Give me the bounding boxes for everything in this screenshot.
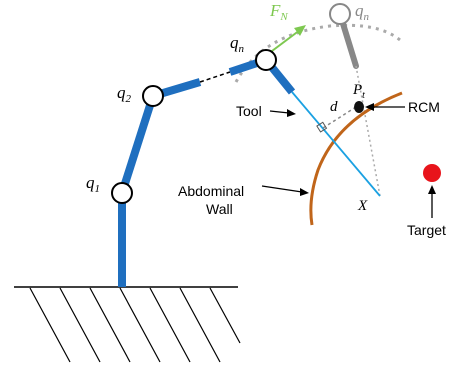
label-abdominal: Abdominal	[178, 183, 244, 199]
force-arrow	[267, 25, 306, 55]
wall-arrow	[261, 185, 309, 196]
label-d: d	[330, 99, 338, 115]
ghost-tool-line	[355, 65, 381, 197]
joint-qn	[255, 49, 277, 71]
label-wall: Wall	[206, 201, 233, 217]
abdominal-wall	[309, 91, 403, 226]
link-dashed	[199, 71, 231, 83]
label-q2: q2	[117, 83, 132, 105]
label-x: X	[357, 198, 368, 214]
label-qn: qn	[230, 33, 245, 55]
label-tool: Tool	[236, 103, 262, 119]
right-angle-marker	[316, 121, 328, 133]
target-point	[423, 164, 441, 182]
rcm-point	[354, 101, 364, 113]
d-line	[322, 106, 357, 129]
label-target: Target	[407, 222, 446, 238]
label-rcm: RCM	[408, 99, 440, 115]
label-q1: q1	[86, 173, 100, 195]
tool-arrow	[269, 109, 296, 117]
tool-line	[291, 91, 381, 197]
rcm-arrow	[365, 103, 405, 111]
joint-qn-ghost	[329, 3, 351, 25]
ghost-arc	[234, 23, 401, 83]
joint-q1	[111, 182, 133, 204]
label-qn-ghost: qn	[355, 1, 370, 23]
link-q1-q2	[118, 94, 157, 195]
target-arrow	[428, 185, 436, 218]
ground	[14, 286, 241, 363]
label-pt: Pt	[352, 82, 365, 101]
label-force: FN	[269, 1, 288, 23]
joint-q2	[142, 85, 164, 107]
